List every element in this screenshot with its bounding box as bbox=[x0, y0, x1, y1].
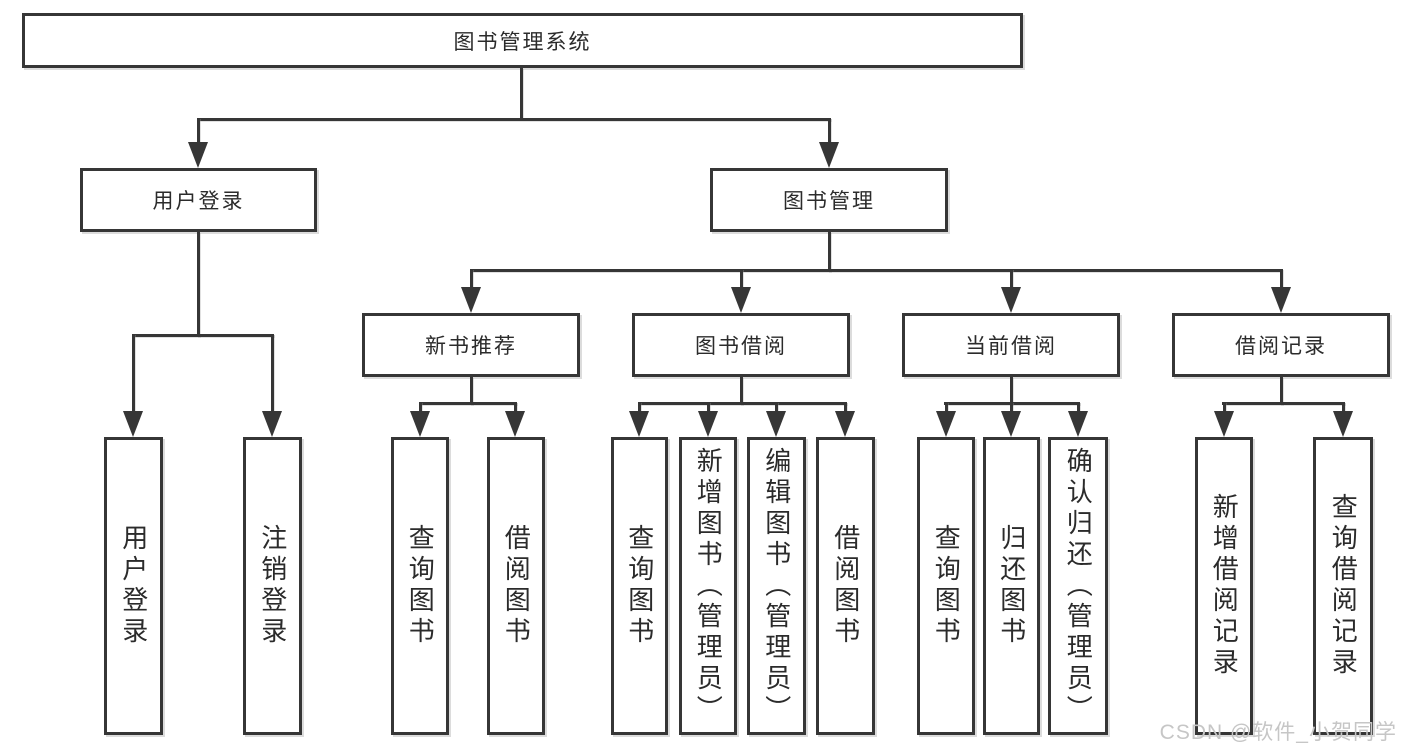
node-label: 图书管理系统 bbox=[453, 30, 592, 54]
arrowhead-to-leaf-borrow-book bbox=[835, 411, 855, 437]
arrowhead-to-leaf-query-books-borrow bbox=[629, 411, 649, 437]
node-root-library-system: 图书管理系统 bbox=[22, 13, 1023, 68]
csdn-watermark: CSDN @软件_小贺同学 bbox=[1159, 721, 1397, 744]
arrowhead-to-leaf-edit-book-admin bbox=[766, 411, 786, 437]
leaf-label: 查询图书 bbox=[931, 524, 962, 648]
leaf-add-book-admin: 新增图书（管理员） bbox=[679, 437, 737, 735]
connector-arrow-shaft bbox=[638, 402, 641, 413]
leaf-logout: 注销登录 bbox=[243, 437, 302, 735]
leaf-borrow-book: 借阅图书 bbox=[816, 437, 875, 735]
leaf-borrow-book-recommend: 借阅图书 bbox=[487, 437, 545, 735]
connector-level2-hline bbox=[470, 269, 1282, 272]
connector-arrow-shaft bbox=[1223, 402, 1226, 413]
arrowhead-to-leaf-add-borrow-record bbox=[1214, 411, 1234, 437]
node-borrowing-records: 借阅记录 bbox=[1172, 313, 1390, 377]
connector-arrow-shaft bbox=[775, 402, 778, 413]
node-label: 借阅记录 bbox=[1235, 335, 1327, 358]
arrowhead-to-leaf-query-books-recommend bbox=[410, 411, 430, 437]
leaf-query-books-recommend: 查询图书 bbox=[391, 437, 449, 735]
leaf-label: 借阅图书 bbox=[501, 524, 532, 648]
connector-arrow-shaft bbox=[197, 118, 200, 144]
arrowhead-to-current-borrowing bbox=[1001, 287, 1021, 313]
node-book-management: 图书管理 bbox=[710, 168, 948, 232]
connector-arrow-shaft bbox=[271, 334, 274, 411]
leaf-add-borrow-record: 新增借阅记录 bbox=[1195, 437, 1253, 735]
connector-borrowing-hline bbox=[638, 402, 847, 405]
connector-arrow-shaft bbox=[945, 402, 948, 413]
node-label: 当前借阅 bbox=[965, 335, 1057, 358]
connector-recommend-hline bbox=[419, 402, 517, 405]
connector-arrow-shaft bbox=[1010, 269, 1013, 289]
arrowhead-to-leaf-confirm-return bbox=[1068, 411, 1088, 437]
connector-arrow-shaft bbox=[1342, 402, 1345, 413]
connector-arrow-shaft bbox=[514, 402, 517, 413]
connector-arrow-shaft bbox=[132, 334, 135, 411]
arrowhead-to-leaf-query-books-current bbox=[936, 411, 956, 437]
arrowhead-to-book-management bbox=[819, 142, 839, 168]
connector-borrowing-stub bbox=[740, 377, 743, 405]
node-label: 新书推荐 bbox=[425, 335, 517, 358]
leaf-label: 归还图书 bbox=[996, 524, 1027, 648]
node-book-borrowing: 图书借阅 bbox=[632, 313, 850, 377]
leaf-confirm-return-admin: 确认归还（管理员） bbox=[1048, 437, 1108, 735]
arrowhead-to-leaf-query-borrow-record bbox=[1333, 411, 1353, 437]
arrowhead-to-leaf-logout bbox=[262, 411, 282, 437]
arrowhead-to-leaf-borrow-book-recommend bbox=[505, 411, 525, 437]
arrowhead-to-user-login bbox=[188, 142, 208, 168]
arrowhead-to-leaf-return-book bbox=[1001, 411, 1021, 437]
leaf-label: 新增图书（管理员） bbox=[693, 446, 724, 726]
node-label: 图书借阅 bbox=[695, 335, 787, 358]
leaf-return-book: 归还图书 bbox=[983, 437, 1040, 735]
node-new-book-recommend: 新书推荐 bbox=[362, 313, 580, 377]
connector-arrow-shaft bbox=[707, 402, 710, 413]
leaf-query-borrow-record: 查询借阅记录 bbox=[1313, 437, 1373, 735]
leaf-user-login: 用户登录 bbox=[104, 437, 163, 735]
leaf-query-books-borrow: 查询图书 bbox=[611, 437, 668, 735]
connector-user-login-stub bbox=[197, 232, 200, 337]
arrowhead-to-leaf-user-login bbox=[123, 411, 143, 437]
leaf-label: 查询图书 bbox=[624, 524, 655, 648]
connector-arrow-shaft bbox=[740, 269, 743, 289]
connector-root-stub bbox=[520, 68, 523, 120]
connector-arrow-shaft bbox=[1280, 269, 1283, 289]
connector-recommend-stub bbox=[470, 377, 473, 405]
leaf-label: 编辑图书（管理员） bbox=[761, 446, 792, 726]
node-label: 用户登录 bbox=[152, 190, 245, 213]
connector-arrow-shaft bbox=[470, 269, 473, 289]
leaf-label: 用户登录 bbox=[118, 524, 149, 648]
connector-arrow-shaft bbox=[1077, 402, 1080, 413]
arrowhead-to-book-borrowing bbox=[731, 287, 751, 313]
leaf-label: 借阅图书 bbox=[830, 524, 861, 648]
leaf-label: 新增借阅记录 bbox=[1209, 493, 1240, 679]
connector-records-hline bbox=[1222, 402, 1345, 405]
leaf-label: 查询借阅记录 bbox=[1328, 493, 1359, 679]
connector-current-stub bbox=[1010, 377, 1013, 405]
leaf-label: 查询图书 bbox=[405, 524, 436, 648]
arrowhead-to-borrowing-records bbox=[1271, 287, 1291, 313]
leaf-edit-book-admin: 编辑图书（管理员） bbox=[747, 437, 806, 735]
leaf-query-books-current: 查询图书 bbox=[917, 437, 975, 735]
connector-records-stub bbox=[1280, 377, 1283, 405]
connector-book-mgmt-stub bbox=[828, 232, 831, 272]
connector-level1-hline bbox=[197, 118, 831, 121]
connector-arrow-shaft bbox=[828, 118, 831, 144]
leaf-label: 注销登录 bbox=[257, 524, 288, 648]
connector-arrow-shaft bbox=[844, 402, 847, 413]
connector-arrow-shaft bbox=[1010, 402, 1013, 413]
node-user-login: 用户登录 bbox=[80, 168, 317, 232]
node-label: 图书管理 bbox=[783, 190, 875, 213]
arrowhead-to-leaf-add-book-admin bbox=[698, 411, 718, 437]
connector-arrow-shaft bbox=[419, 402, 422, 413]
leaf-label: 确认归还（管理员） bbox=[1063, 446, 1094, 726]
connector-user-login-hline bbox=[132, 334, 274, 337]
arrowhead-to-new-book-recommend bbox=[461, 287, 481, 313]
node-current-borrowing: 当前借阅 bbox=[902, 313, 1120, 377]
